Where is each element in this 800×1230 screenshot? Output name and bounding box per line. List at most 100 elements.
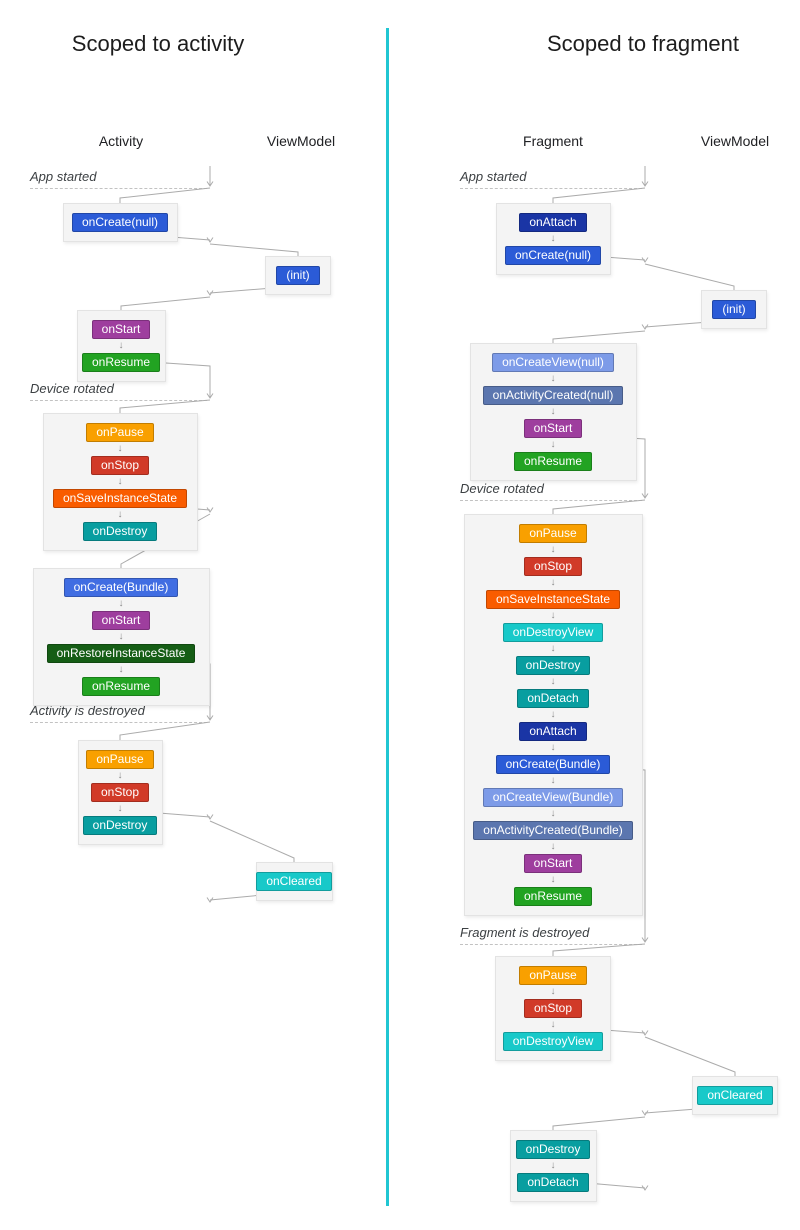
step-init: (init) xyxy=(276,266,320,285)
down-arrow-icon: ↓ xyxy=(118,664,124,675)
lifecycle-group: onStart↓ onResume xyxy=(76,310,166,382)
step-onsaveinstancestate: onSaveInstanceState xyxy=(485,590,621,609)
event-dash-line xyxy=(30,188,207,189)
down-arrow-icon: ↓ xyxy=(118,598,124,609)
panel-title: Scoped to activity xyxy=(71,31,245,56)
down-arrow-icon: ↓ xyxy=(550,709,556,720)
step-onattach: onAttach xyxy=(519,722,587,741)
down-arrow-icon: ↓ xyxy=(550,373,556,384)
event-dash-line xyxy=(30,400,207,401)
lifecycle-group: onAttach↓ onCreate(null) xyxy=(495,203,611,275)
lifecycle-group: onPause↓onStop↓onDestroyView xyxy=(495,956,611,1061)
down-arrow-icon: ↓ xyxy=(550,544,556,555)
event-label-activity-is-destroyed: Activity is destroyed xyxy=(30,703,149,718)
step-onstart: onStart xyxy=(523,854,583,873)
step-oncreate-null: onCreate(null) xyxy=(71,213,169,232)
event-dash-line xyxy=(460,500,642,501)
event-label-app-started: App started xyxy=(460,169,531,184)
step-onstop: onStop xyxy=(523,999,583,1018)
lifecycle-group: onCreate(null) xyxy=(62,203,178,242)
step-onrestoreinstancestate: onRestoreInstanceState xyxy=(46,644,196,663)
down-arrow-icon: ↓ xyxy=(117,770,123,781)
down-arrow-icon: ↓ xyxy=(550,808,556,819)
down-arrow-icon: ↓ xyxy=(550,233,556,244)
step-onpause: onPause xyxy=(86,750,154,769)
event-label-device-rotated: Device rotated xyxy=(460,481,548,496)
lifecycle-group: onPause↓onStop↓onDestroy xyxy=(77,740,163,845)
step-onstop: onStop xyxy=(523,557,583,576)
down-arrow-icon: ↓ xyxy=(117,803,123,814)
down-arrow-icon: ↓ xyxy=(550,643,556,654)
lifecycle-group: onPause↓onStop↓onSaveInstanceState↓onDes… xyxy=(42,413,198,551)
lifecycle-group: onCleared xyxy=(255,862,333,901)
step-ondestroy: onDestroy xyxy=(82,816,158,835)
column-header-fragment: Fragment xyxy=(523,133,583,149)
event-label-app-started: App started xyxy=(30,169,101,184)
step-oncreate-bundle: onCreate(Bundle) xyxy=(495,755,611,774)
step-ondetach: onDetach xyxy=(517,689,589,708)
panel-title: Scoped to fragment xyxy=(546,31,740,56)
down-arrow-icon: ↓ xyxy=(550,439,556,450)
step-init: (init) xyxy=(712,300,756,319)
step-oncreate-null: onCreate(null) xyxy=(504,246,602,265)
down-arrow-icon: ↓ xyxy=(550,1019,556,1030)
lifecycle-group: onDestroy↓ onDetach xyxy=(509,1130,597,1202)
lifecycle-group: onCreate(Bundle)↓onStart↓onRestoreInstan… xyxy=(32,568,210,706)
step-oncleared: onCleared xyxy=(256,872,332,891)
down-arrow-icon: ↓ xyxy=(550,1160,556,1171)
step-oncreateview-null: onCreateView(null) xyxy=(492,353,614,372)
step-onpause: onPause xyxy=(519,524,587,543)
step-oncleared: onCleared xyxy=(697,1086,773,1105)
step-onactivitycreated-null: onActivityCreated(null) xyxy=(482,386,624,405)
down-arrow-icon: ↓ xyxy=(550,610,556,621)
step-onstart: onStart xyxy=(91,320,151,339)
lifecycle-group: (init) xyxy=(265,256,331,295)
down-arrow-icon: ↓ xyxy=(550,775,556,786)
step-onstop: onStop xyxy=(90,783,150,802)
column-header-viewmodel: ViewModel xyxy=(700,133,770,149)
column-header-activity: Activity xyxy=(98,133,144,149)
step-onresume: onResume xyxy=(513,452,593,471)
step-ondestroyview: onDestroyView xyxy=(502,623,604,642)
step-onpause: onPause xyxy=(519,966,587,985)
column-header-viewmodel: ViewModel xyxy=(266,133,336,149)
step-oncreate-bundle: onCreate(Bundle) xyxy=(63,578,179,597)
panel-divider xyxy=(386,28,389,1206)
step-onstart: onStart xyxy=(523,419,583,438)
event-label-fragment-is-destroyed: Fragment is destroyed xyxy=(460,925,594,940)
step-onsaveinstancestate: onSaveInstanceState xyxy=(52,489,188,508)
step-onactivitycreated-bundle: onActivityCreated(Bundle) xyxy=(473,821,633,840)
down-arrow-icon: ↓ xyxy=(550,986,556,997)
down-arrow-icon: ↓ xyxy=(550,406,556,417)
lifecycle-group: (init) xyxy=(701,290,767,329)
event-dash-line xyxy=(460,944,642,945)
down-arrow-icon: ↓ xyxy=(550,577,556,588)
down-arrow-icon: ↓ xyxy=(550,676,556,687)
lifecycle-group: onPause↓onStop↓onSaveInstanceState↓onDes… xyxy=(463,514,643,916)
step-ondestroy: onDestroy xyxy=(515,656,591,675)
event-label-device-rotated: Device rotated xyxy=(30,381,118,396)
event-dash-line xyxy=(460,188,642,189)
event-dash-line xyxy=(30,722,207,723)
down-arrow-icon: ↓ xyxy=(550,742,556,753)
step-onresume: onResume xyxy=(513,887,593,906)
step-ondestroyview: onDestroyView xyxy=(502,1032,604,1051)
down-arrow-icon: ↓ xyxy=(118,340,124,351)
step-onresume: onResume xyxy=(81,677,161,696)
step-ondetach: onDetach xyxy=(517,1173,589,1192)
step-ondestroy: onDestroy xyxy=(82,522,158,541)
step-onpause: onPause xyxy=(86,423,154,442)
down-arrow-icon: ↓ xyxy=(118,631,124,642)
step-ondestroy: onDestroy xyxy=(515,1140,591,1159)
down-arrow-icon: ↓ xyxy=(117,509,123,520)
down-arrow-icon: ↓ xyxy=(550,874,556,885)
step-onresume: onResume xyxy=(81,353,161,372)
step-oncreateview-bundle: onCreateView(Bundle) xyxy=(482,788,624,807)
step-onstop: onStop xyxy=(90,456,150,475)
step-onstart: onStart xyxy=(91,611,151,630)
down-arrow-icon: ↓ xyxy=(550,841,556,852)
lifecycle-group: onCreateView(null)↓onActivityCreated(nul… xyxy=(469,343,637,481)
down-arrow-icon: ↓ xyxy=(117,443,123,454)
step-onattach: onAttach xyxy=(519,213,587,232)
